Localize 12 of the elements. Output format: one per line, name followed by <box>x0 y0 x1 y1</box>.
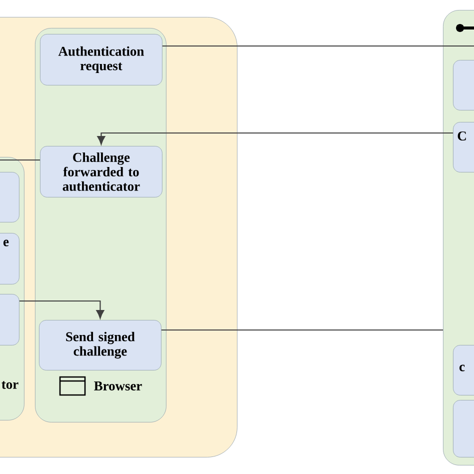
process-box: C <box>453 122 474 172</box>
arrow <box>97 132 453 145</box>
process-box: Authentication request <box>40 34 162 86</box>
process-box: Challenge forwarded to authenticator <box>40 146 162 198</box>
process-box <box>453 60 474 110</box>
arrow <box>19 300 104 319</box>
process-box: c <box>453 345 474 396</box>
process-box <box>0 172 20 222</box>
process-box <box>453 400 474 458</box>
process-box: e <box>0 233 20 284</box>
process-box <box>0 294 20 346</box>
process-box: Send signed challenge <box>39 320 162 370</box>
